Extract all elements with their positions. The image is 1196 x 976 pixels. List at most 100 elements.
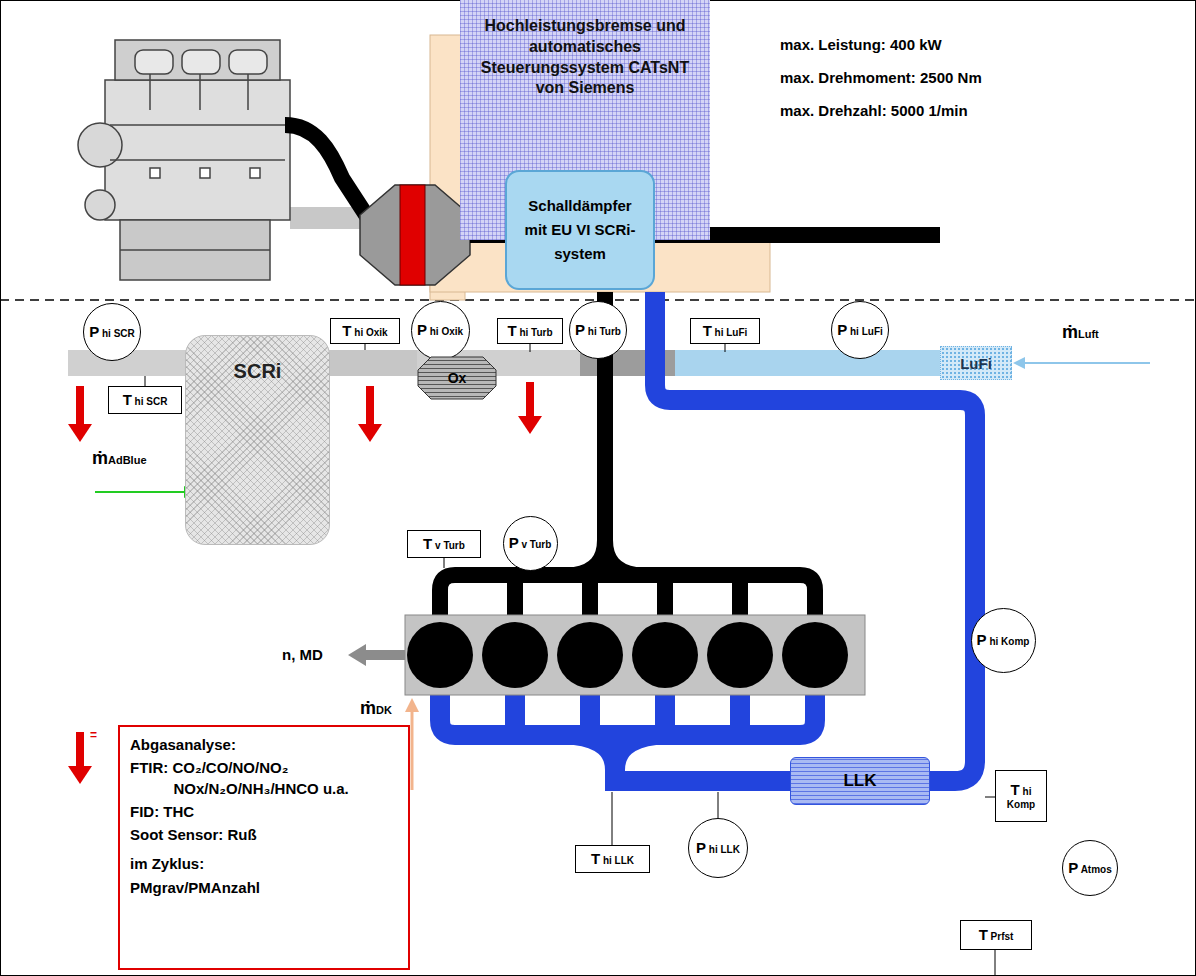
drawing-part bbox=[150, 168, 160, 178]
node-text: T hi LuFi bbox=[703, 323, 748, 340]
drawing-part bbox=[407, 622, 473, 688]
drawing-part bbox=[135, 50, 173, 74]
node-text: P hi Turb bbox=[575, 322, 621, 339]
drawing-part bbox=[482, 622, 548, 688]
node-text: LLK bbox=[843, 771, 876, 791]
drawing-part bbox=[285, 125, 368, 218]
drawing-part bbox=[411, 708, 414, 790]
node-text: FID: THC bbox=[130, 802, 398, 822]
oxidation-catalyst: Ox bbox=[417, 356, 497, 400]
exhaust-analysis-box: Abgasanalyse: FTIR: CO₂/CO/NO/NO₂ NOx/N₂O… bbox=[118, 725, 410, 970]
drawing-part bbox=[985, 797, 995, 798]
drawing-part bbox=[95, 491, 188, 493]
mass-flow-label: ṁAdBlue bbox=[92, 448, 147, 469]
pressure-sensor: P hi Komp bbox=[971, 608, 1036, 673]
temperature-sensor: T Prfst bbox=[960, 920, 1032, 950]
drawing-part bbox=[407, 622, 848, 688]
mass-flow-label: ṁDK bbox=[360, 698, 392, 719]
drawing-part bbox=[360, 185, 470, 285]
drawing-part bbox=[557, 622, 623, 688]
node-text: FTIR: CO₂/CO/NO/NO₂ NOx/N₂O/NH₃/HNCO u.a… bbox=[130, 758, 398, 799]
drawing-part bbox=[782, 622, 848, 688]
mass-flow-label: ṁLuft bbox=[1062, 322, 1099, 343]
drawing-part bbox=[200, 168, 210, 178]
temperature-sensor: T hi SCR bbox=[108, 386, 182, 414]
pressure-sensor: P hi Turb bbox=[569, 301, 627, 359]
node-text: P Atmos bbox=[1068, 860, 1112, 877]
node-text: T hi Komp bbox=[996, 782, 1046, 810]
node-text: T hi Oxik bbox=[342, 323, 387, 340]
air-filter: LuFi bbox=[940, 346, 1012, 380]
pipe-connector bbox=[330, 350, 417, 376]
node-text: Schalldämpfer mit EU VI SCRi-system bbox=[515, 194, 645, 266]
node-text: Soot Sensor: Ruß bbox=[130, 825, 398, 845]
temperature-sensor: T hi Turb bbox=[497, 318, 563, 344]
drawing-part bbox=[995, 950, 996, 976]
drawing-part bbox=[725, 344, 726, 352]
node-text: P v Turb bbox=[509, 535, 552, 552]
node-text: T Prfst bbox=[979, 927, 1014, 944]
drawing-part bbox=[707, 622, 773, 688]
drawing-part bbox=[612, 792, 613, 845]
drawing-part bbox=[530, 344, 531, 352]
drawing-part bbox=[120, 249, 270, 251]
node-text: Abgasanalyse: bbox=[130, 735, 398, 755]
charge-air-cooler: LLK bbox=[790, 757, 930, 805]
silencer-box: Schalldämpfer mit EU VI SCRi-system bbox=[505, 170, 655, 290]
drawing-part bbox=[518, 416, 542, 434]
node-text: P hi SCR bbox=[89, 324, 135, 341]
node-text: T v Turb bbox=[423, 536, 465, 553]
drawing-part bbox=[85, 190, 115, 220]
drawing-part bbox=[68, 424, 92, 442]
drawing-part bbox=[76, 732, 84, 766]
drawing-part bbox=[632, 622, 698, 688]
node-text: P hi LLK bbox=[696, 840, 740, 857]
node-text: T hi SCR bbox=[123, 392, 168, 409]
pressure-sensor: P hi Oxik bbox=[411, 301, 470, 360]
drawing-part bbox=[405, 615, 865, 695]
drawing-part bbox=[105, 80, 290, 220]
drawing-part bbox=[1013, 357, 1025, 369]
drawing-part bbox=[358, 424, 382, 442]
node-text: Hochleistungsbremse und automatisches St… bbox=[478, 16, 692, 99]
drawing-part bbox=[400, 185, 425, 285]
drawing-part bbox=[250, 168, 260, 178]
catalyst-shape bbox=[418, 357, 496, 399]
drawing-part bbox=[440, 292, 815, 625]
spec-text: max. Drehzahl: 5000 1/min bbox=[780, 102, 968, 119]
node-text: SCRi bbox=[234, 360, 282, 383]
drawing-part bbox=[145, 376, 146, 386]
drawing-part bbox=[110, 124, 285, 126]
temperature-sensor: T v Turb bbox=[407, 530, 481, 558]
drawing-part bbox=[366, 386, 374, 424]
spec-text: max. Leistung: 400 kW bbox=[780, 36, 942, 53]
spec-text: max. Drehmoment: 2500 Nm bbox=[780, 69, 982, 86]
temperature-sensor: T hi LLK bbox=[575, 845, 650, 873]
node-text: P hi LuFi bbox=[837, 322, 883, 339]
node-text: LuFi bbox=[960, 355, 992, 372]
drawing-part bbox=[444, 558, 445, 568]
drawing-part bbox=[76, 386, 84, 424]
drawing-part bbox=[182, 50, 220, 74]
node-text: P hi Oxik bbox=[417, 322, 463, 339]
pressure-sensor: P hi SCR bbox=[83, 303, 141, 361]
drawing-part bbox=[718, 792, 719, 818]
drawing-part bbox=[348, 644, 405, 666]
node-text: P hi Komp bbox=[977, 632, 1030, 649]
pressure-sensor: P hi LLK bbox=[688, 818, 748, 878]
drawing-part bbox=[68, 766, 92, 784]
drawing-part bbox=[440, 690, 815, 781]
drawing-part bbox=[405, 698, 419, 712]
drawing-part bbox=[526, 382, 534, 416]
drawing-part bbox=[115, 40, 280, 80]
node-text: PMgrav/PMAnzahl bbox=[130, 878, 398, 898]
drawing-part bbox=[229, 50, 267, 74]
temperature-sensor: T hi Oxik bbox=[330, 318, 400, 344]
pressure-sensor: P Atmos bbox=[1062, 840, 1118, 896]
temperature-sensor: T hi LuFi bbox=[690, 318, 760, 344]
node-text: Ox bbox=[448, 370, 467, 386]
drawing-part bbox=[120, 220, 270, 280]
node-text: T hi LLK bbox=[591, 851, 634, 868]
